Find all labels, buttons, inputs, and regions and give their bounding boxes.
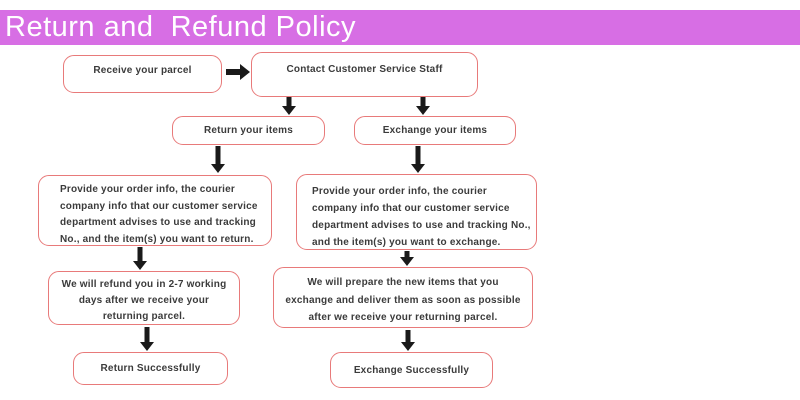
flow-box-return-your-items: Return your items [172,116,325,145]
arrow-down-icon [411,146,425,173]
flow-box-label: Provide your order info, the courier com… [312,186,531,248]
flow-box-label: Exchange your items [382,125,488,136]
flow-box-label: Return your items [204,125,293,136]
arrow-down-icon [140,327,154,351]
flow-box-label: Exchange Successfully [353,364,470,376]
flow-box-prepare-note: We will prepare the new items that you e… [273,267,533,328]
flow-box-return-successfully: Return Successfully [73,352,228,385]
arrow-right-icon [226,64,250,80]
arrow-down-icon [416,97,430,115]
flow-box-exchange-details: Provide your order info, the courier com… [296,174,537,250]
title-bar: Return and Refund Policy [0,10,800,45]
arrow-down-icon [133,247,147,270]
flow-box-label: Return Successfully [100,363,201,374]
page-title: Return and Refund Policy [5,11,357,43]
flow-box-label: Contact Customer Service Staff [286,64,443,75]
flow-box-receive-parcel: Receive your parcel [63,55,222,93]
flow-box-label: Receive your parcel [93,65,192,76]
arrow-down-icon [400,251,414,266]
flow-box-contact-customer-service: Contact Customer Service Staff [251,52,478,97]
flow-box-label: Provide your order info, the courier com… [60,184,258,245]
flow-box-label: We will prepare the new items that you e… [285,277,521,323]
flow-box-exchange-your-items: Exchange your items [354,116,516,145]
flow-box-exchange-successfully: Exchange Successfully [330,352,493,388]
flow-box-return-details: Provide your order info, the courier com… [38,175,272,246]
arrow-down-icon [401,330,415,351]
flow-box-label: We will refund you in 2-7 working days a… [61,279,227,322]
flow-box-refund-note: We will refund you in 2-7 working days a… [48,271,240,325]
arrow-down-icon [211,146,225,173]
arrow-down-icon [282,97,296,115]
